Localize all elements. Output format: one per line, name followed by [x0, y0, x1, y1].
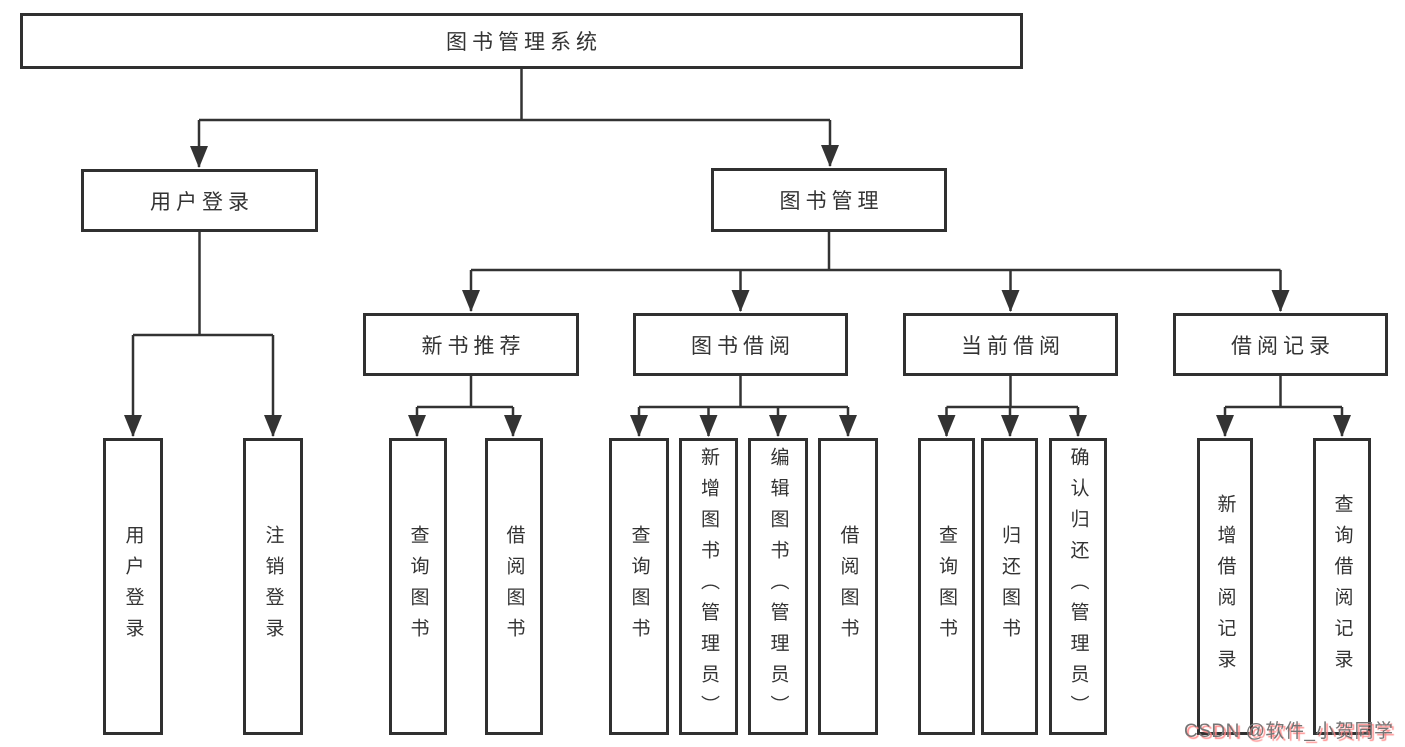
watermark: CSDN @软件_小贺同学	[1184, 721, 1394, 742]
leaf-borrow-query-books: 查询图书	[609, 438, 669, 735]
leaf-recommend-query-books: 查询图书	[389, 438, 447, 735]
leaf-logout-login: 注销登录	[243, 438, 303, 735]
node-book-borrow: 图书借阅	[633, 313, 848, 376]
node-current-borrow: 当前借阅	[903, 313, 1118, 376]
node-book-management: 图书管理	[711, 168, 947, 232]
leaf-borrow-borrow-books: 借阅图书	[818, 438, 878, 735]
leaf-records-query-record: 查询借阅记录	[1313, 438, 1371, 735]
node-borrow-records: 借阅记录	[1173, 313, 1388, 376]
leaf-user-login: 用户登录	[103, 438, 163, 735]
leaf-borrow-edit-books-admin: 编辑图书（管理员）	[748, 438, 808, 735]
leaf-current-return-books: 归还图书	[981, 438, 1038, 735]
node-new-book-recommend: 新书推荐	[363, 313, 579, 376]
node-root: 图书管理系统	[20, 13, 1023, 69]
leaf-records-add-record: 新增借阅记录	[1197, 438, 1253, 735]
leaf-current-query-books: 查询图书	[918, 438, 975, 735]
leaf-recommend-borrow-books: 借阅图书	[485, 438, 543, 735]
node-user-login: 用户登录	[81, 169, 318, 232]
leaf-borrow-add-books-admin: 新增图书（管理员）	[679, 438, 738, 735]
leaf-current-confirm-return-admin: 确认归还（管理员）	[1049, 438, 1107, 735]
